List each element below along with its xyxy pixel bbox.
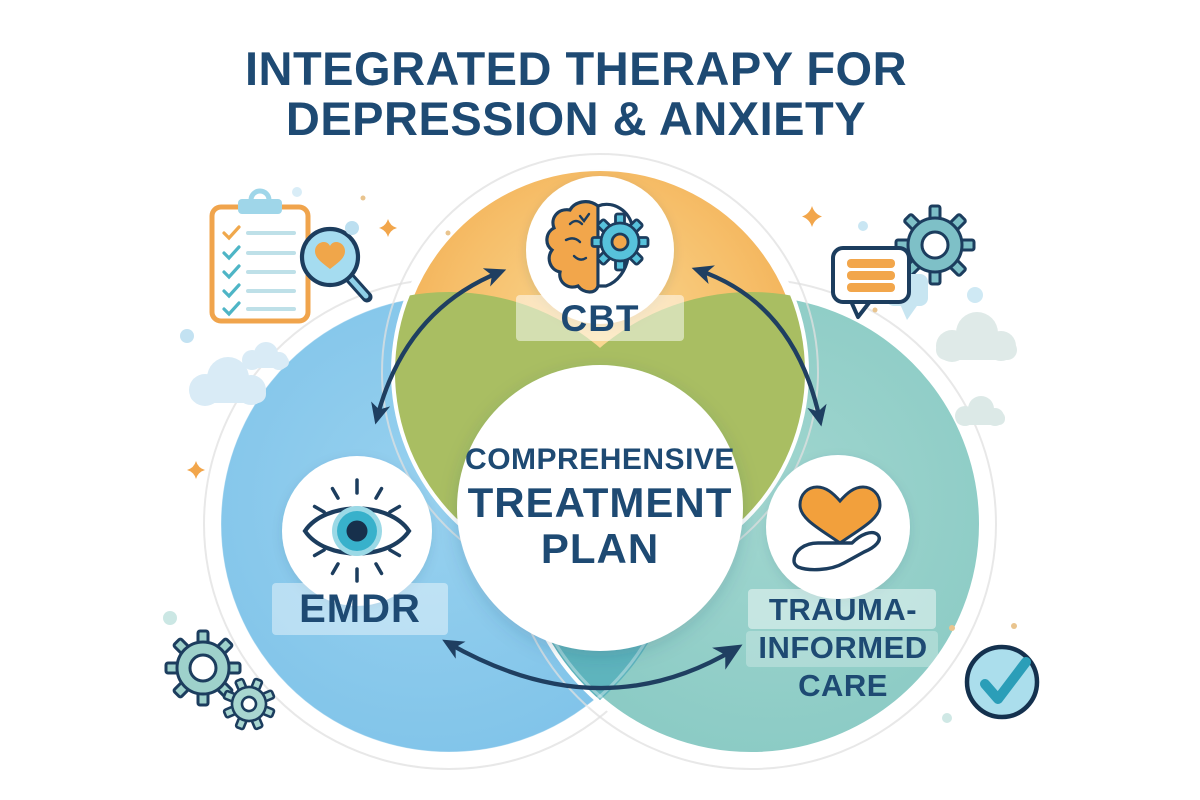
arrow-emdr-trauma	[442, 639, 743, 691]
cbt-label-band	[516, 295, 684, 341]
emdr-label-band	[272, 583, 448, 635]
background-dots	[163, 187, 1017, 723]
chat-bubbles-icon	[831, 204, 976, 320]
arrow-cbt-emdr	[371, 268, 507, 425]
center-label-line2: TREATMENT	[467, 479, 733, 526]
center-label-line1: COMPREHENSIVE	[465, 443, 735, 476]
cloud	[242, 342, 289, 370]
cloud	[936, 312, 1017, 362]
trauma-label-band	[748, 589, 936, 629]
cloud	[955, 396, 1005, 426]
gear-on-brain-icon	[590, 212, 650, 272]
sparkle-icon	[187, 206, 822, 479]
page-title: INTEGRATED THERAPY FOR DEPRESSION & ANXI…	[0, 44, 1152, 144]
trauma-label-line1: TRAUMA-	[768, 592, 918, 627]
check-circle-icon	[964, 644, 1040, 720]
page-title-line1: INTEGRATED THERAPY FOR	[244, 42, 908, 95]
trauma-label-line3: CARE	[798, 668, 888, 703]
heart-in-hand-icon	[792, 485, 882, 572]
center-circle	[457, 365, 743, 651]
cbt-label: CBT	[560, 298, 640, 339]
emdr-label: EMDR	[299, 587, 421, 631]
gears-icon	[164, 629, 276, 731]
eye-icon	[302, 478, 412, 583]
exchange-arrows	[371, 265, 827, 691]
center-label-line3: PLAN	[540, 525, 660, 572]
cloud	[189, 357, 266, 406]
clipboard-checklist-icon	[209, 188, 311, 324]
center-label: COMPREHENSIVE TREATMENT PLAN	[450, 440, 750, 572]
arrow-cbt-trauma	[691, 265, 827, 427]
page-title-line2: DEPRESSION & ANXIETY	[285, 92, 867, 145]
trauma-label-line2: INFORMED	[758, 630, 928, 665]
trauma-label-band2	[746, 631, 938, 667]
heart-magnifier-icon	[299, 226, 373, 303]
trauma-label: TRAUMA- INFORMED CARE	[733, 591, 953, 705]
brain-gear-icon	[545, 200, 650, 294]
